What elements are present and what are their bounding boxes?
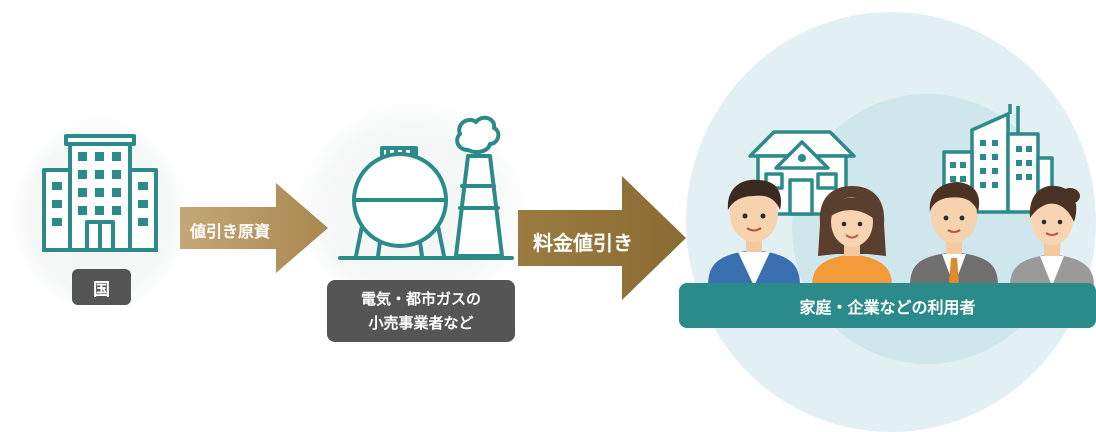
arrow-funding-label: 値引き原資: [190, 222, 271, 241]
government-label-text: 国: [93, 279, 110, 300]
arrow-discount-label: 料金値引き: [533, 231, 633, 255]
retailer-label-line1: 電気・都市ガスの: [360, 290, 481, 308]
users-label-text: 家庭・企業などの利用者: [799, 297, 976, 317]
arrow-funding: [180, 183, 328, 273]
arrow-discount: [518, 176, 686, 300]
government-label: 国: [72, 269, 131, 305]
person-woman-blazer: [1010, 185, 1094, 286]
person-man-cardigan: [708, 179, 800, 286]
gas-tank-factory-icon: [338, 115, 514, 260]
government-building-icon: [42, 134, 158, 252]
users-label: 家庭・企業などの利用者: [679, 283, 1096, 328]
person-woman-orange: [812, 186, 892, 286]
person-man-suit: [910, 182, 998, 286]
retailer-label-line2: 小売事業者など: [368, 314, 474, 332]
retailer-label: 電気・都市ガスの 小売事業者など: [327, 280, 515, 342]
